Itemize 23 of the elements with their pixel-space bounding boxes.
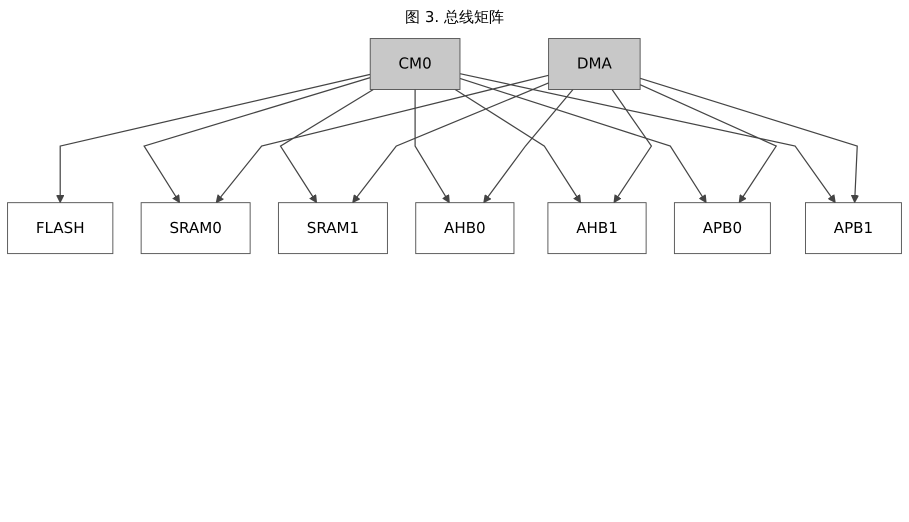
node-box: FLASH — [7, 202, 114, 254]
arrow — [483, 89, 574, 204]
node-box: APB0 — [674, 202, 771, 254]
node-box: CM0 — [370, 38, 460, 90]
arrow — [640, 84, 778, 204]
arrow — [280, 88, 374, 204]
node-box: SRAM0 — [140, 202, 251, 254]
node-box: AHB1 — [547, 202, 647, 254]
arrow — [143, 77, 370, 204]
arrow — [454, 88, 582, 204]
arrow — [414, 89, 450, 204]
arrow — [460, 73, 836, 204]
diagram-title: 图 3. 总线矩阵 — [404, 8, 505, 27]
node-box: SRAM1 — [278, 202, 388, 254]
arrow — [352, 82, 549, 204]
arrow — [216, 74, 549, 204]
arrow — [460, 78, 707, 204]
arrow — [56, 74, 370, 204]
arrow — [612, 89, 652, 204]
node-box: APB1 — [805, 202, 902, 254]
arrow — [640, 78, 860, 204]
node-box: AHB0 — [415, 202, 514, 254]
node-box: DMA — [548, 38, 641, 90]
